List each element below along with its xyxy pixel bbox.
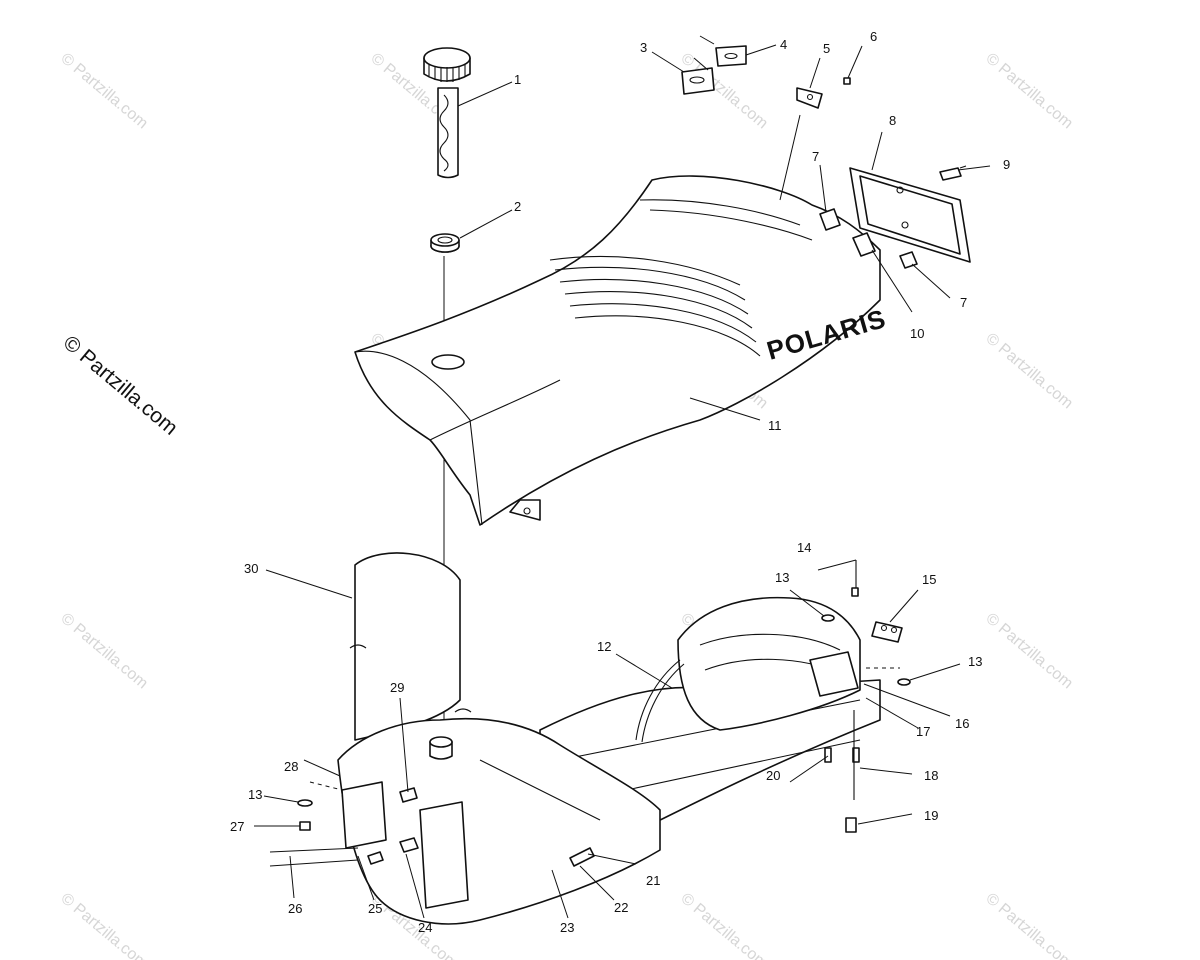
mount-hardware bbox=[297, 560, 911, 833]
callout-22: 22 bbox=[614, 900, 628, 915]
side-watermark: © Partzilla.com bbox=[59, 331, 182, 440]
callout-10: 10 bbox=[910, 326, 924, 341]
fuel-cap-gauge bbox=[423, 47, 471, 179]
callout-24: 24 bbox=[418, 920, 432, 935]
callout-28: 28 bbox=[284, 759, 298, 774]
callout-9: 9 bbox=[1003, 157, 1010, 172]
callout-23: 23 bbox=[560, 920, 574, 935]
callout-2: 2 bbox=[514, 199, 521, 214]
leader-lines bbox=[254, 44, 991, 919]
callout-15: 15 bbox=[922, 572, 936, 587]
watermark-stamp: © Partzilla.com bbox=[982, 330, 1076, 412]
callout-30: 30 bbox=[244, 561, 258, 576]
callout-13c: 13 bbox=[248, 787, 262, 802]
watermark-stamp: © Partzilla.com bbox=[677, 890, 771, 960]
callout-19: 19 bbox=[924, 808, 938, 823]
fuel-tank bbox=[269, 596, 881, 925]
rear-bracket bbox=[819, 165, 971, 269]
watermark-stamp: © Partzilla.com bbox=[982, 610, 1076, 692]
watermark-stamp: © Partzilla.com bbox=[57, 50, 151, 132]
callout-6: 6 bbox=[870, 29, 877, 44]
callout-labels: 1 2 3 4 5 6 7 7 8 9 10 11 12 13 13 13 14… bbox=[230, 29, 1010, 935]
callout-25: 25 bbox=[368, 901, 382, 916]
callout-4: 4 bbox=[780, 37, 787, 52]
grommet bbox=[430, 233, 460, 253]
callout-11: 11 bbox=[768, 418, 782, 433]
callout-14: 14 bbox=[797, 540, 811, 555]
callout-26: 26 bbox=[288, 901, 302, 916]
callout-7b: 7 bbox=[960, 295, 967, 310]
callout-3: 3 bbox=[640, 40, 647, 55]
watermark-stamp: © Partzilla.com bbox=[57, 610, 151, 692]
side-panel bbox=[349, 552, 472, 741]
callout-1: 1 bbox=[514, 72, 521, 87]
callout-29: 29 bbox=[390, 680, 404, 695]
watermark-stamp: © Partzilla.com bbox=[982, 890, 1076, 960]
callout-27: 27 bbox=[230, 819, 244, 834]
watermark-stamp: © Partzilla.com bbox=[57, 890, 151, 960]
callout-17: 17 bbox=[916, 724, 930, 739]
callout-20: 20 bbox=[766, 768, 780, 783]
callout-13a: 13 bbox=[775, 570, 789, 585]
callout-8: 8 bbox=[889, 113, 896, 128]
seat: POLARIS bbox=[354, 175, 889, 526]
callout-7: 7 bbox=[812, 149, 819, 164]
callout-5: 5 bbox=[823, 41, 830, 56]
callout-12: 12 bbox=[597, 639, 611, 654]
callout-16: 16 bbox=[955, 716, 969, 731]
callout-18: 18 bbox=[924, 768, 938, 783]
watermark-stamp: © Partzilla.com bbox=[982, 50, 1076, 132]
callout-13b: 13 bbox=[968, 654, 982, 669]
latch-hardware bbox=[681, 35, 851, 109]
callout-21: 21 bbox=[646, 873, 660, 888]
